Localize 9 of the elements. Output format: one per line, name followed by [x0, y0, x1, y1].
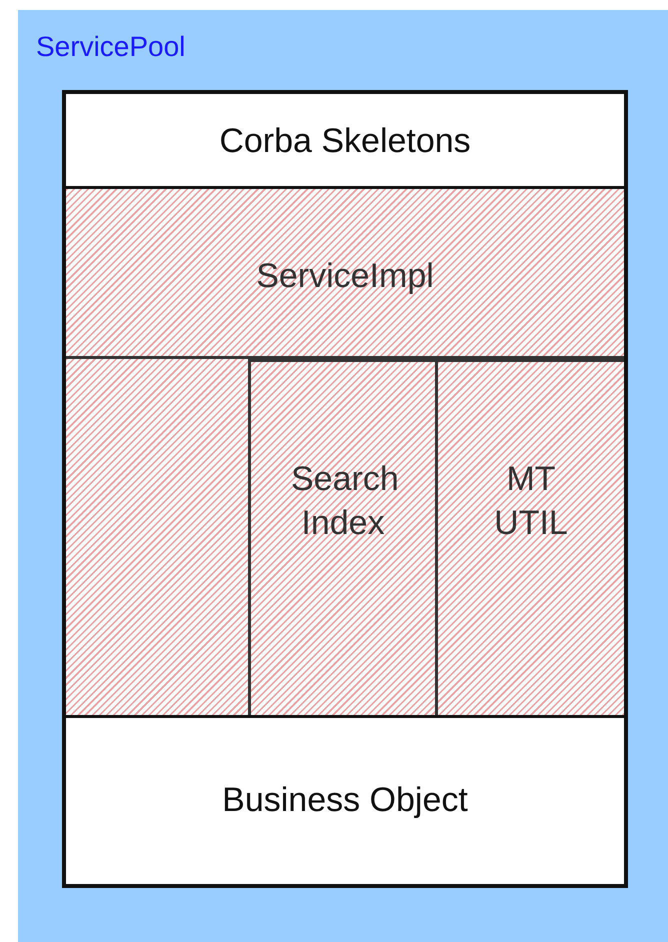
group-title: ServicePool — [36, 30, 186, 64]
layer-label: ServiceImpl — [255, 256, 435, 297]
layer-label: Corba Skeletons — [218, 121, 472, 162]
module-label: MT UTIL — [493, 459, 569, 544]
layer-frame — [62, 90, 628, 888]
layer-box — [66, 189, 624, 715]
pool-panel — [18, 10, 668, 942]
layer-label: Business Object — [221, 780, 469, 821]
module-label: Search Index — [291, 459, 395, 544]
